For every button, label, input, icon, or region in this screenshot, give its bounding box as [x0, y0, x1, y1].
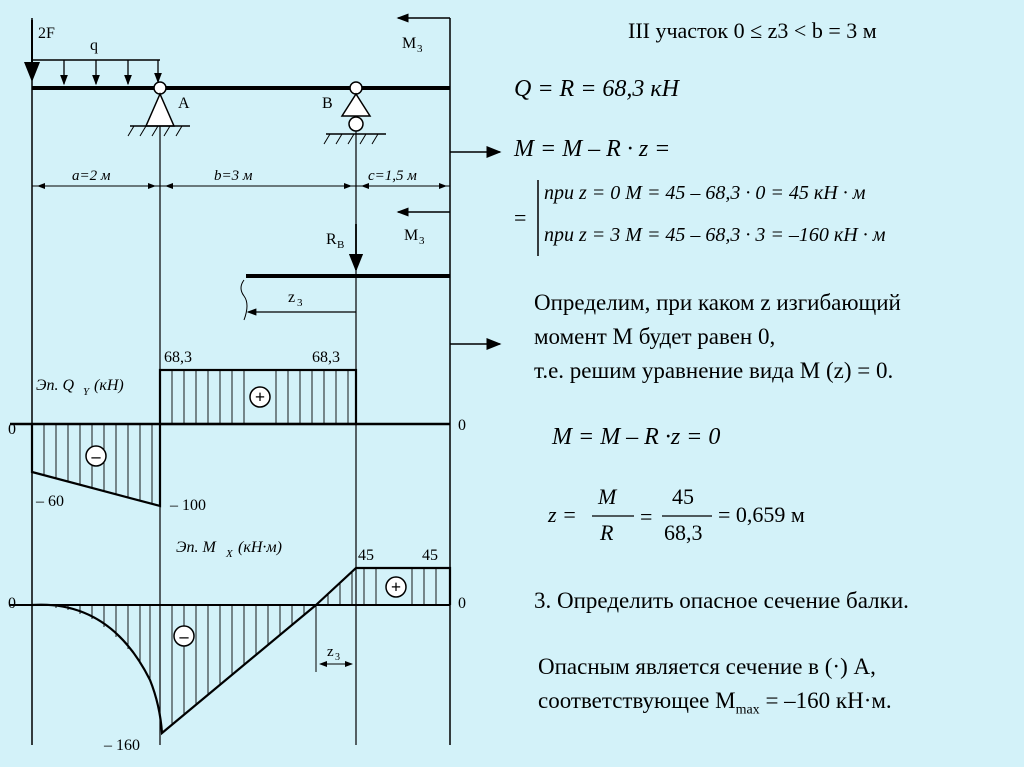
reaction-sub: B: [337, 239, 344, 251]
step-3: 3. Определить опасное сечение балки.: [534, 588, 909, 613]
qy-title-sub: Y: [83, 386, 91, 398]
qy-label-683-left: 68,3: [164, 349, 192, 366]
frac1-den: R: [600, 520, 614, 545]
moment-label: M: [402, 35, 416, 52]
equation-zero: M = M – R ·z = 0: [552, 424, 721, 450]
qy-label-0-right: 0: [458, 417, 466, 434]
mx-minus-text: –: [179, 626, 190, 646]
mx-negative-region: [31, 603, 317, 736]
mx-title-sub: X: [225, 548, 234, 560]
qy-label-683-right: 68,3: [312, 349, 340, 366]
qy-hatch-pos: [171, 370, 349, 424]
support-a: [127, 81, 190, 137]
moment-sub-2: 3: [419, 235, 425, 247]
frac1-num: M: [598, 484, 617, 509]
mx-plus-sign: [385, 576, 407, 598]
mx-hatch-pos: [327, 568, 437, 605]
mx-hatch-neg: [55, 605, 305, 725]
dim-c: c=1,5 м: [368, 168, 417, 184]
mx-z3-label: z: [327, 644, 334, 660]
qy-minus-sign: [85, 445, 107, 467]
mx-z3-sub: 3: [335, 652, 340, 663]
case-1: при z = 0 M = 45 – 68,3 · 0 = 45 кН · м: [544, 182, 866, 204]
danger-line-1: Опасным является сечение в (·) А,: [538, 654, 876, 679]
load-label: q: [90, 37, 98, 54]
qy-label-0-left: 0: [8, 421, 16, 438]
support-a-label: A: [178, 95, 190, 112]
equation-qy: Q = R = 68,3 кН: [514, 76, 679, 102]
support-b: [323, 81, 386, 145]
load-arrows: [60, 60, 162, 86]
qy-label-neg100: – 100: [169, 497, 206, 514]
mx-title: Эп. M: [176, 539, 217, 556]
case-eq-sign: =: [514, 205, 526, 230]
paragraph-line-2: момент M будет равен 0,: [534, 324, 776, 349]
moment-label-2: M: [404, 227, 418, 244]
z-result: = 0,659 м: [718, 502, 805, 527]
mx-plot: + –: [10, 566, 452, 736]
qy-title: Эп. Q: [36, 377, 74, 394]
qy-hatch-neg: [43, 424, 153, 504]
mx-label-45-right: 45: [422, 547, 438, 564]
mx-label-0-left: 0: [8, 595, 16, 612]
frac2-den: 68,3: [664, 520, 703, 545]
moment-sub: 3: [417, 43, 423, 55]
dim-a: a=2 м: [72, 168, 111, 184]
equation-mx: M = M – R · z =: [514, 136, 671, 162]
mx-minus-sign: [173, 625, 195, 647]
paragraph-line-1: Определим, при каком z изгибающий: [534, 290, 901, 315]
danger-line-2: соответствующее Mmax = –160 кН·м.: [538, 688, 892, 718]
mx-label-neg160: – 160: [103, 737, 140, 754]
dim-b: b=3 м: [214, 168, 253, 184]
paragraph-line-3: т.е. решим уравнение вида M (z) = 0.: [534, 358, 894, 383]
support-b-label: B: [322, 95, 333, 112]
frac2-num: 45: [672, 484, 694, 509]
qy-title-unit: (кН): [94, 377, 124, 394]
qy-minus-text: –: [91, 446, 102, 466]
z3-label: z: [288, 289, 295, 306]
frac-eq-sign: =: [640, 504, 652, 529]
qy-label-neg60: – 60: [35, 493, 64, 510]
reaction-label: R: [326, 231, 337, 248]
mx-label-45-left: 45: [358, 547, 374, 564]
mx-title-unit: (кН·м): [238, 539, 282, 556]
z-eq-lhs: z =: [548, 502, 577, 527]
qy-plus-text: +: [255, 387, 265, 407]
qy-positive-region: [158, 368, 358, 426]
mx-plus-text: +: [391, 577, 401, 597]
qy-negative-region: [30, 424, 162, 508]
z3-sub: 3: [297, 297, 303, 309]
force-label: 2F: [38, 25, 55, 42]
section-title: III участок 0 ≤ z3 < b = 3 м: [628, 18, 877, 43]
mx-positive-region: [315, 566, 452, 606]
qy-plus-sign: [249, 386, 271, 408]
case-2: при z = 3 M = 45 – 68,3 · 3 = –160 кН · …: [544, 224, 886, 246]
break-mark: [240, 279, 248, 321]
mx-label-0-right: 0: [458, 595, 466, 612]
qy-plot: + –: [10, 368, 450, 508]
